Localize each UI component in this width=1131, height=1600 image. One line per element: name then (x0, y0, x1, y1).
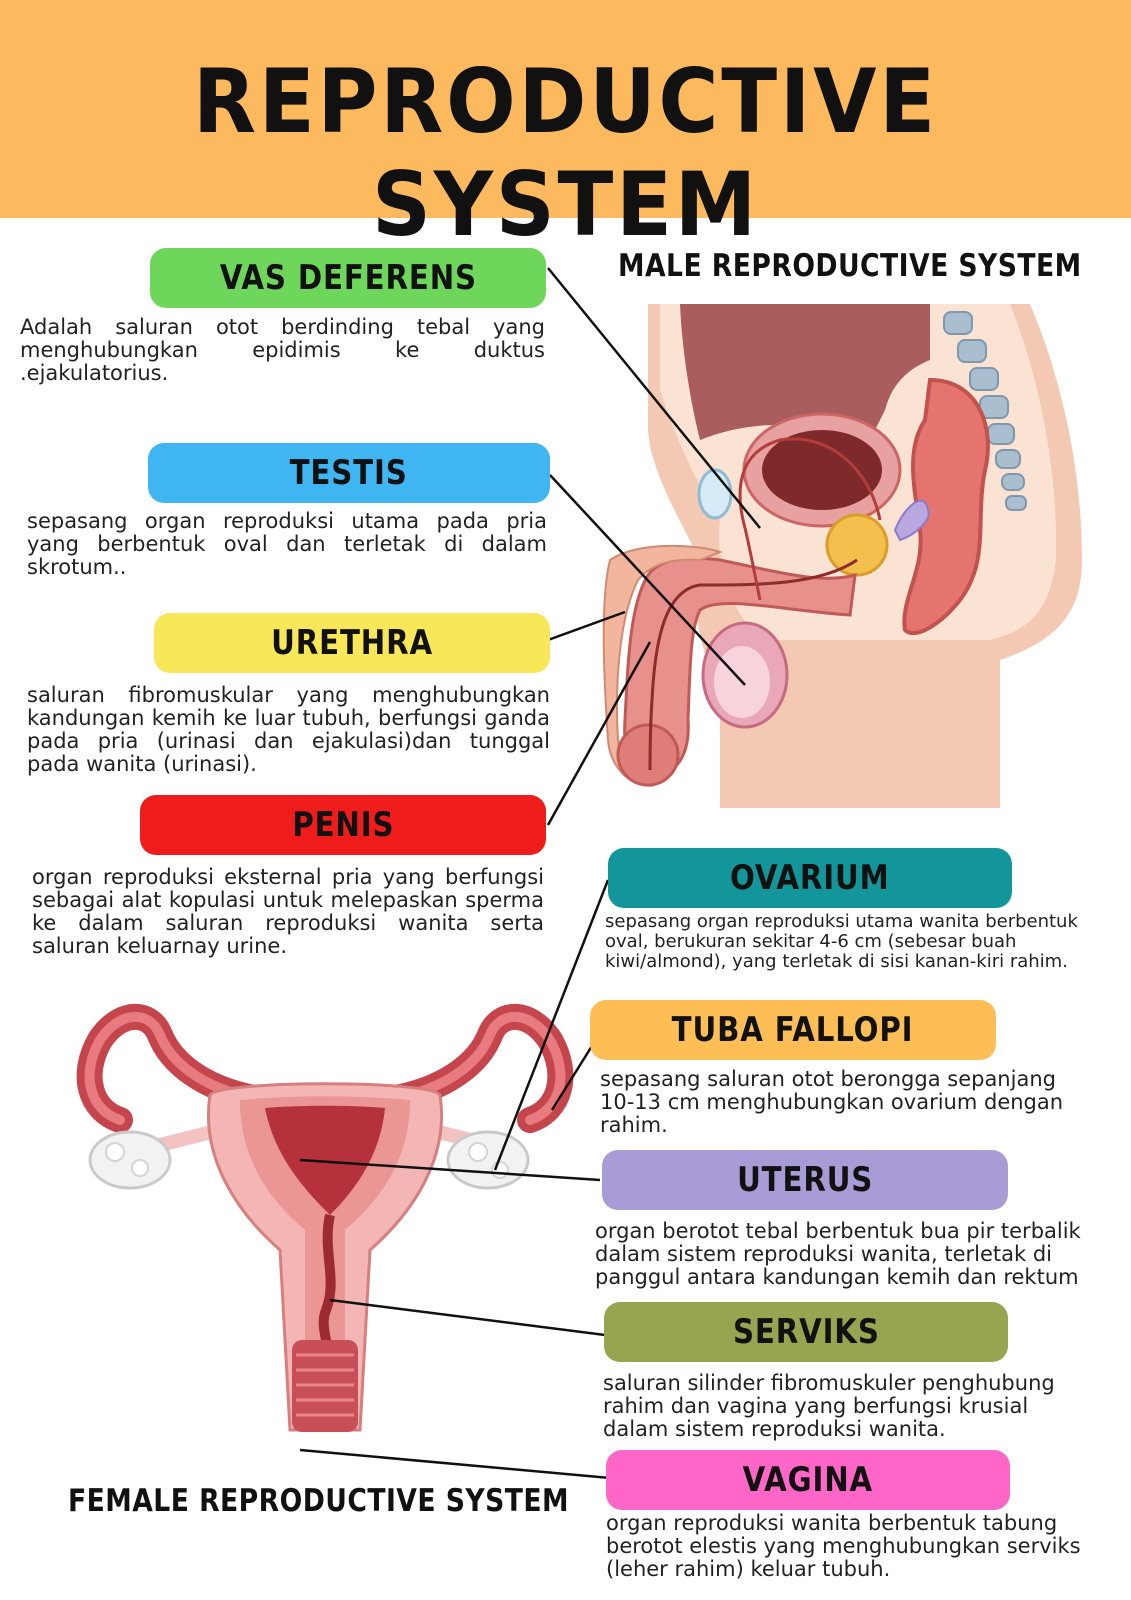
label-serviks: SERVIKS (604, 1302, 1008, 1362)
label-vas-deferens: VAS DEFERENS (150, 248, 546, 308)
male-section-title: MALE REPRODUCTIVE SYSTEM (618, 248, 1082, 284)
label-vagina: VAGINA (606, 1450, 1010, 1510)
leader-lines (299, 267, 761, 1480)
desc-vas-deferens: Adalah saluran otot berdinding tebal yan… (20, 315, 545, 385)
desc-uterus: organ berotot tebal berbentuk bua pir te… (595, 1219, 1081, 1289)
label-tuba-fallopi: TUBA FALLOPI (590, 1000, 996, 1060)
desc-penis: organ reproduksi eksternal pria yang ber… (32, 865, 544, 958)
label-ovarium: OVARIUM (608, 848, 1012, 908)
female-anatomy-illustration (76, 1003, 574, 1432)
label-urethra: URETHRA (154, 613, 550, 673)
desc-tuba-fallopi: sepasang saluran otot berongga sepanjang… (600, 1067, 1064, 1137)
desc-serviks: saluran silinder fibromuskuler penghubun… (603, 1371, 1055, 1441)
female-section-title: FEMALE REPRODUCTIVE SYSTEM (68, 1483, 569, 1519)
title-banner: REPRODUCTIVE SYSTEM (0, 0, 1131, 256)
male-anatomy-illustration (602, 304, 1082, 808)
desc-ovarium: sepasang organ reproduksi utama wanita b… (605, 911, 1078, 972)
label-testis: TESTIS (148, 443, 550, 503)
page-title: REPRODUCTIVE SYSTEM (193, 50, 938, 256)
label-penis: PENIS (140, 795, 546, 855)
desc-urethra: saluran fibromuskular yang menghubungkan… (27, 683, 550, 776)
desc-vagina: organ reproduksi wanita berbentuk tabung… (606, 1511, 1081, 1581)
desc-testis: sepasang organ reproduksi utama pada pri… (27, 509, 547, 579)
label-uterus: UTERUS (602, 1150, 1008, 1210)
